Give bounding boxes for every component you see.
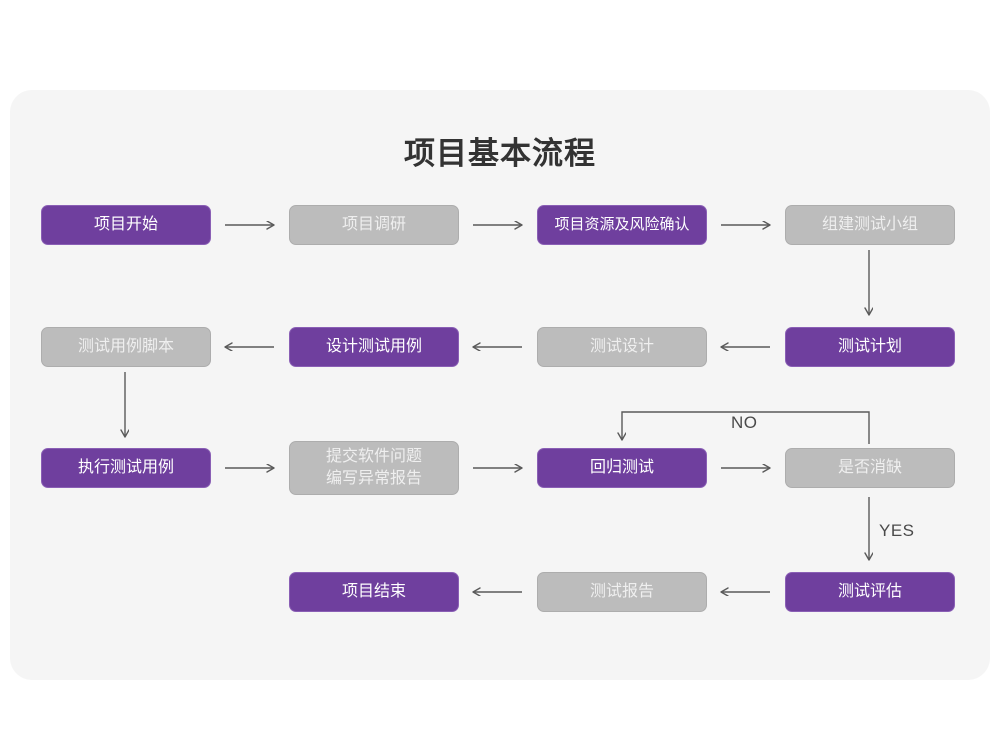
node-resource-risk-confirm[interactable]: 项目资源及风险确认 <box>537 205 707 245</box>
node-project-research[interactable]: 项目调研 <box>289 205 459 245</box>
node-test-evaluation[interactable]: 测试评估 <box>785 572 955 612</box>
branch-label-no: NO <box>731 413 758 432</box>
node-test-report[interactable]: 测试报告 <box>537 572 707 612</box>
node-project-start[interactable]: 项目开始 <box>41 205 211 245</box>
node-defect-resolved[interactable]: 是否消缺 <box>785 448 955 488</box>
page-title: 项目基本流程 <box>404 136 596 171</box>
node-test-plan[interactable]: 测试计划 <box>785 327 955 367</box>
node-design-test-case[interactable]: 设计测试用例 <box>289 327 459 367</box>
node-build-test-team[interactable]: 组建测试小组 <box>785 205 955 245</box>
node-test-design[interactable]: 测试设计 <box>537 327 707 367</box>
node-test-case-script[interactable]: 测试用例脚本 <box>41 327 211 367</box>
node-execute-test-case[interactable]: 执行测试用例 <box>41 448 211 488</box>
node-regression-test[interactable]: 回归测试 <box>537 448 707 488</box>
node-project-end[interactable]: 项目结束 <box>289 572 459 612</box>
node-submit-issue-report[interactable]: 提交软件问题 编写异常报告 <box>289 441 459 495</box>
branch-label-yes: YES <box>879 521 915 540</box>
